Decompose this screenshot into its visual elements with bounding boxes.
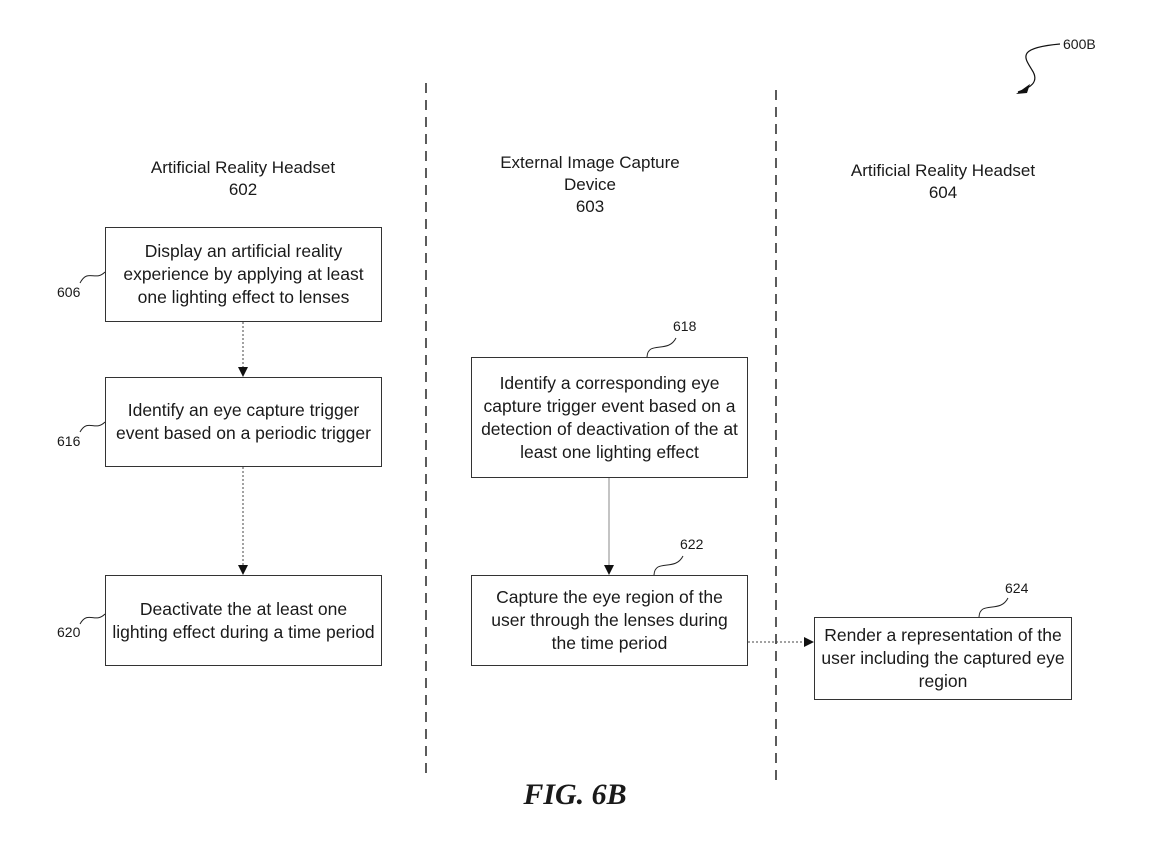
ref-label-606: 606: [57, 284, 81, 300]
ref-label-624: 624: [1005, 580, 1029, 596]
step-text-624: Render a representation of the user incl…: [821, 625, 1065, 691]
step-box-622: Capture the eye region of the user throu…: [471, 575, 748, 666]
figure-ref-label: 600B: [1063, 36, 1096, 52]
leader-606: [79, 271, 106, 284]
step-box-624: Render a representation of the user incl…: [814, 617, 1072, 700]
leader-620: [79, 613, 106, 625]
step-text-622: Capture the eye region of the user throu…: [491, 587, 728, 653]
ref-label-618: 618: [673, 318, 697, 334]
leader-616: [79, 421, 106, 433]
step-text-618: Identify a corresponding eye capture tri…: [481, 372, 738, 462]
ref-label-620: 620: [57, 624, 81, 640]
figure-ref-arrowhead: [1016, 84, 1030, 94]
step-text-620: Deactivate the at least one lighting eff…: [112, 598, 375, 642]
lane-title-2-ref: 603: [575, 197, 605, 216]
figure-caption: FIG. 6B: [523, 778, 627, 811]
ref-label-616: 616: [57, 433, 81, 449]
leader-622: [653, 555, 684, 576]
leader-624: [978, 597, 1009, 618]
lane-title-3-name: Artificial Reality Headset: [850, 161, 1036, 180]
step-text-606: Display an artificial reality experience…: [123, 241, 364, 307]
leader-618: [646, 337, 677, 358]
ref-label-622: 622: [680, 536, 704, 552]
lane-title-1-ref: 602: [228, 180, 258, 199]
figure-ref-arrow: [1017, 43, 1061, 93]
step-box-606: Display an artificial reality experience…: [105, 227, 382, 322]
step-text-616: Identify an eye capture trigger event ba…: [116, 400, 371, 443]
lane-title-1: Artificial Reality Headset 602: [90, 157, 396, 201]
lane-title-1-name: Artificial Reality Headset: [150, 158, 336, 177]
step-box-616: Identify an eye capture trigger event ba…: [105, 377, 382, 467]
step-box-618: Identify a corresponding eye capture tri…: [471, 357, 748, 478]
lane-title-3-ref: 604: [928, 183, 958, 202]
step-box-620: Deactivate the at least one lighting eff…: [105, 575, 382, 666]
lane-title-3: Artificial Reality Headset 604: [790, 160, 1096, 204]
